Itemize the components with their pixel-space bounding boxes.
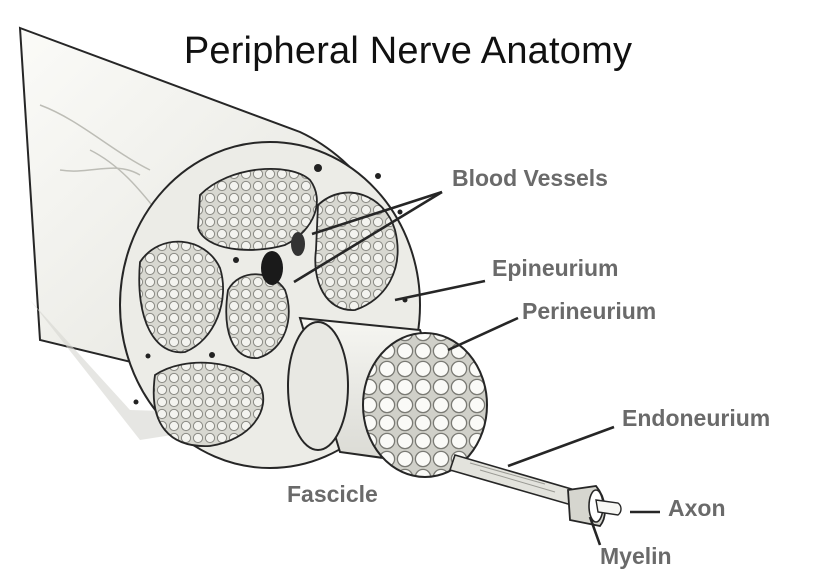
label-axon: Axon [668,495,726,521]
label-perineurium: Perineurium [522,298,656,324]
label-endoneurium: Endoneurium [622,405,770,431]
label-blood-vessels: Blood Vessels [452,165,608,191]
label-myelin: Myelin [600,543,672,569]
label-epineurium: Epineurium [492,255,619,281]
axon-core [596,500,621,515]
label-fascicle: Fascicle [287,481,378,507]
